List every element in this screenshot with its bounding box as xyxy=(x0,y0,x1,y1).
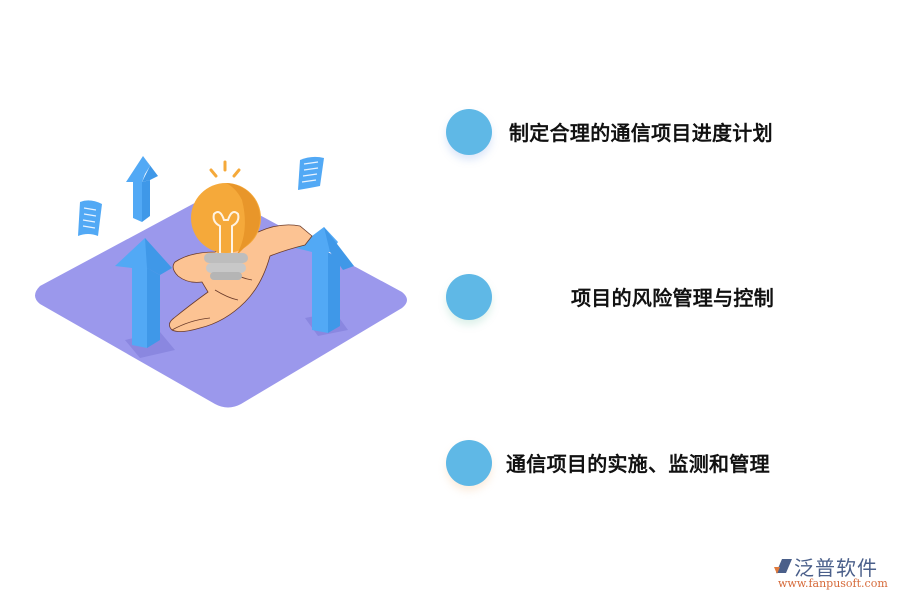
logo-mark-icon xyxy=(774,559,792,574)
document-icon xyxy=(298,156,324,190)
illustration-graphic xyxy=(35,156,407,408)
item-label: 制定合理的通信项目进度计划 xyxy=(509,121,773,145)
arrow-up-icon xyxy=(115,238,172,348)
bullet-circle-icon xyxy=(446,440,492,486)
logo-url: www.fanpusoft.com xyxy=(778,577,888,590)
list-item: 通信项目的实施、监测和管理 xyxy=(446,440,866,486)
bullet-circle-icon xyxy=(446,274,492,320)
arrow-up-icon xyxy=(126,156,158,222)
list-item: 项目的风险管理与控制 xyxy=(446,274,866,320)
bullet-circle-icon xyxy=(446,109,492,155)
light-bulb-icon xyxy=(191,160,261,280)
brand-logo: 泛普软件 www.fanpusoft.com xyxy=(770,552,895,594)
logo-brand-name: 泛普软件 xyxy=(794,556,878,580)
list-item: 制定合理的通信项目进度计划 xyxy=(446,109,866,155)
project-illustration xyxy=(0,0,440,440)
item-label: 项目的风险管理与控制 xyxy=(571,286,774,310)
arrow-up-icon xyxy=(296,227,354,333)
item-label: 通信项目的实施、监测和管理 xyxy=(506,452,770,476)
document-icon xyxy=(78,200,102,236)
